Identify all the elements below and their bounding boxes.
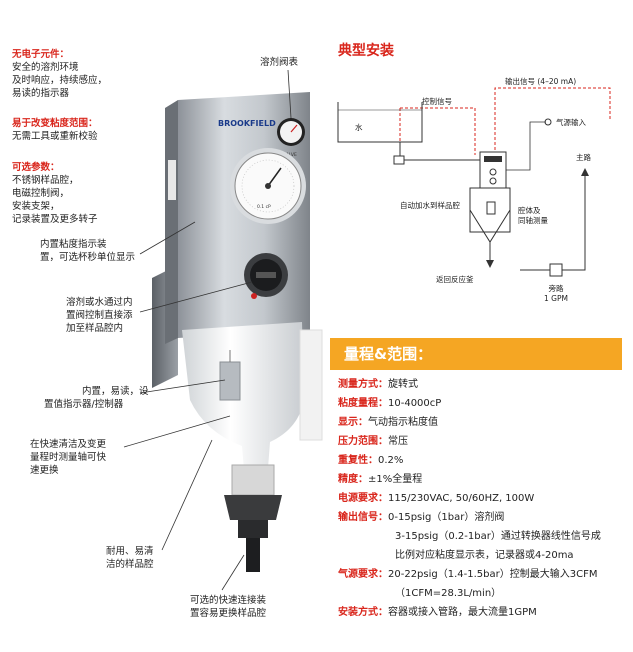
callout-line: 溶剂或水通过内 (66, 297, 133, 308)
callout-solvent-valve: 溶剂阀表 (260, 57, 299, 68)
label-cavity: 腔体及 同轴测量 (518, 206, 548, 226)
spec-row: 输出信号：0-15psig（1bar）溶剂阀 (338, 511, 628, 525)
callout-quick-clean: 在快速清洁及变更 量程时测量轴可快 速更换 (30, 438, 106, 477)
spec-row: 压力范围：常压 (338, 435, 628, 449)
spec-row: 重复性：0.2% (338, 454, 628, 468)
spec-continuation: 比例对应粘度显示表，记录器或4-20ma (395, 550, 574, 561)
feature-line: 不锈钢样品腔， (12, 175, 79, 186)
label-bypass: 旁路 1 GPM (544, 284, 568, 304)
spec-row: 气源要求：20-22psig（1.4-1.5bar）控制最大输入3CFM (338, 568, 628, 582)
spec-key: 气源要求： (338, 569, 388, 580)
specs-title: 量程&范围： (344, 345, 433, 363)
label-control-signal: 控制信号 (422, 97, 452, 106)
callout-line: 置阀控制直接添 (66, 310, 133, 321)
feature-options: 可选参数： 不锈钢样品腔， 电磁控制阀， 安装支架， 记录装置及更多转子 (12, 161, 98, 226)
spec-value: 容器或接入管路，最大流量1GPM (388, 607, 537, 618)
label-line: 旁路 (548, 284, 564, 293)
feature-line: 安全的溶剂环境 (12, 62, 79, 73)
label-auto-water: 自动加水到样品腔 (400, 201, 460, 210)
feature-line: 电磁控制阀， (12, 188, 70, 199)
spec-value: 旋转式 (388, 379, 418, 390)
spec-key: 安装方式： (338, 607, 388, 618)
feature-easy-range: 易于改变粘度范围： 无需工具或重新校验 (12, 117, 98, 143)
install-diagram: 输出信号 (4–20 mA) 控制信号 水 气源输入 主路 自动加水到样品腔 腔… (330, 60, 630, 320)
callout-line: 置值指示器/控制器 (44, 399, 124, 410)
spec-key: 测量方式： (338, 379, 388, 390)
spec-key: 显示： (338, 417, 368, 428)
callout-indicator: 内置粘度指示装 置，可选杯秒单位显示 (40, 238, 135, 264)
spec-key: 输出信号： (338, 512, 388, 523)
spec-row: 电源要求：115/230VAC, 50/60HZ, 100W (338, 492, 628, 506)
spec-value: 115/230VAC, 50/60HZ, 100W (388, 493, 535, 504)
spec-row: 精度：±1%全量程 (338, 473, 628, 487)
callout-line: 加至样品腔内 (66, 323, 124, 334)
callout-line: 耐用、易清 (106, 546, 154, 557)
callout-line: 置容易更换样品腔 (190, 608, 267, 619)
spec-key: 精度： (338, 474, 368, 485)
callout-setpoint: 内置，易读，设 置值指示器/控制器 (44, 385, 149, 411)
callout-line: 速更换 (30, 465, 59, 476)
feature-title: 易于改变粘度范围： (12, 118, 98, 129)
spec-value: 0.2% (378, 455, 404, 466)
specs-header-bar: 量程&范围： (330, 338, 622, 370)
spec-key: 电源要求： (338, 493, 388, 504)
spec-value: 气动指示粘度值 (368, 417, 438, 428)
typical-install-title: 典型安装 (338, 43, 394, 59)
spec-key: 重复性： (338, 455, 378, 466)
install-diagram-svg (337, 87, 611, 277)
callout-solvent-water: 溶剂或水通过内 置阀控制直接添 加至样品腔内 (66, 296, 133, 335)
callout-line: 内置粘度指示装 (40, 239, 107, 250)
label-return: 返回反应釜 (436, 275, 474, 284)
spec-value: 10-4000cP (388, 398, 442, 409)
feature-title: 无电子元件： (12, 49, 70, 60)
feature-line: 安装支架， (12, 201, 60, 212)
callout-quick-connect: 可选的快速连接装 置容易更换样品腔 (190, 594, 266, 620)
brand-logo: BROOKFIELD (218, 119, 276, 128)
feature-title: 可选参数： (12, 162, 60, 173)
callout-line: 可选的快速连接装 (190, 595, 267, 606)
specs-list: 测量方式：旋转式 粘度量程：10-4000cP 显示：气动指示粘度值 压力范围：… (338, 378, 628, 625)
spec-row: 测量方式：旋转式 (338, 378, 628, 392)
label-line: 1 GPM (544, 294, 568, 303)
label-air-input: 气源输入 (556, 118, 586, 127)
label-line: 同轴测量 (518, 216, 548, 225)
spec-key: 压力范围： (338, 436, 388, 447)
spec-value: 0-15psig（1bar）溶剂阀 (388, 512, 505, 523)
callout-line: 内置，易读，设 (82, 386, 149, 397)
label-line: 腔体及 (518, 206, 541, 215)
callout-line: 置，可选杯秒单位显示 (40, 252, 136, 263)
spec-value: ±1%全量程 (368, 474, 423, 485)
spec-row: 显示：气动指示粘度值 (338, 416, 628, 430)
spec-continuation: 3-15psig（0.2-1bar）通过转换器线性信号成 (395, 531, 601, 542)
label-main-line: 主路 (576, 153, 591, 162)
spec-continuation: （1CFM=28.3L/min） (395, 588, 502, 599)
feature-line: 记录装置及更多转子 (12, 214, 98, 225)
callout-line: 在快速清洁及变更 (30, 439, 107, 450)
spec-row: 粘度量程：10-4000cP (338, 397, 628, 411)
spec-value: 20-22psig（1.4-1.5bar）控制最大输入3CFM (388, 569, 598, 580)
callout-line: 量程时测量轴可快 (30, 452, 107, 463)
callout-durable: 耐用、易清 洁的样品腔 (106, 545, 154, 571)
spec-value: 常压 (388, 436, 408, 447)
label-output-signal: 输出信号 (4–20 mA) (505, 77, 577, 86)
label-water: 水 (355, 123, 363, 132)
callout-line: 洁的样品腔 (106, 559, 154, 570)
feature-line: 及时响应，持续感应， (12, 75, 108, 86)
dial-text: 0.1 cP (257, 204, 271, 210)
feature-no-electronics: 无电子元件： 安全的溶剂环境 及时响应，持续感应， 易读的指示器 (12, 48, 107, 100)
feature-line: 易读的指示器 (12, 88, 70, 99)
feature-line: 无需工具或重新校验 (12, 131, 98, 142)
gauge-label: VALVE (283, 152, 297, 158)
spec-row: 安装方式：容器或接入管路，最大流量1GPM (338, 606, 628, 620)
viscometer-illustration: BROOKFIELD VALVE 0.1 cP (123, 69, 323, 591)
spec-key: 粘度量程： (338, 398, 388, 409)
